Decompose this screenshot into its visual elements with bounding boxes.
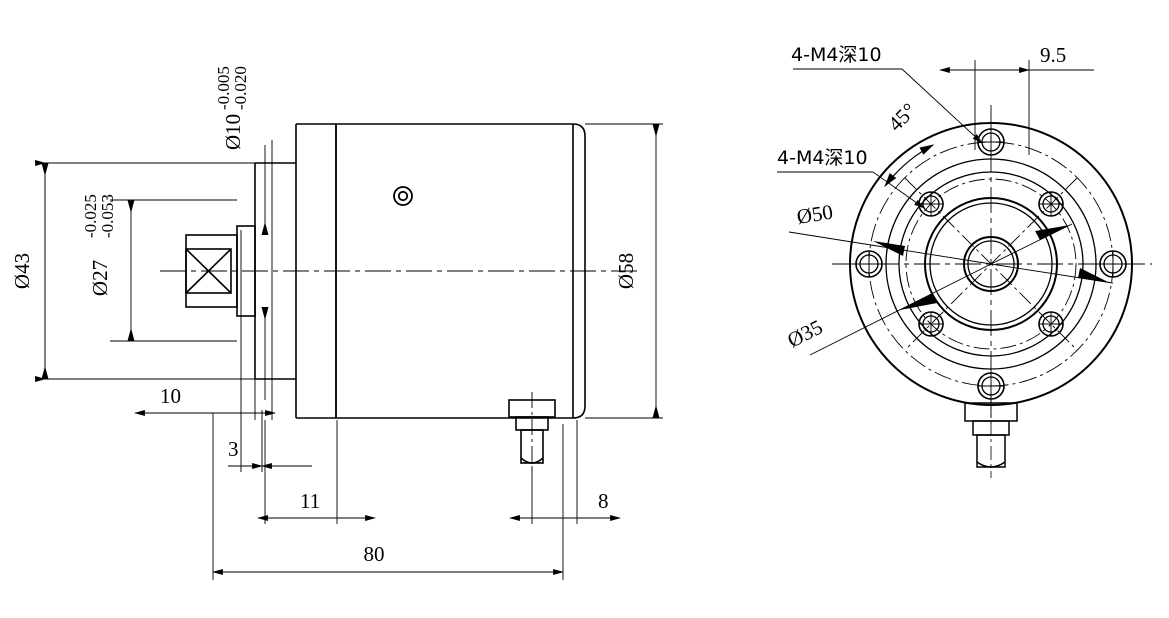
mounting-hole	[1099, 250, 1127, 278]
dimension-label-d10: Ø10	[221, 114, 245, 150]
dimension-label-len11: 11	[300, 489, 320, 513]
dimension-d43	[35, 159, 255, 383]
dimension-d58	[585, 123, 663, 419]
leader-thread-top	[793, 68, 983, 144]
dimension-d10	[261, 145, 269, 400]
mounting-hole	[855, 250, 883, 278]
dimension-label-45: 45°	[883, 98, 921, 136]
dimension-label-len8: 8	[598, 489, 609, 513]
dimension-len10	[134, 140, 276, 420]
leader-d35	[809, 223, 1073, 356]
dimension-len3	[228, 230, 312, 472]
dimension-offset-9-5	[939, 60, 1094, 155]
dimension-label-9-5: 9.5	[1040, 43, 1066, 67]
side-elevation-view: Ø43 Ø27 -0.025 -0.053 Ø10	[10, 66, 663, 580]
dimension-label-d43: Ø43	[10, 253, 34, 289]
dimension-len80	[212, 413, 564, 580]
label-thread-mid: 4-M4深10	[777, 147, 868, 169]
dimension-angle-45	[884, 144, 935, 187]
dimension-len8	[509, 420, 621, 524]
dimension-d27	[110, 199, 237, 342]
leader-thread-mid	[777, 171, 925, 209]
label-thread-top: 4-M4深10	[791, 44, 882, 66]
dimension-tolerance-d10-lower: -0.020	[231, 66, 250, 110]
front-end-view: 9.5 4-M4深10 4-M4深10 45° Ø50	[777, 43, 1152, 478]
dimension-label-d58: Ø58	[614, 253, 638, 289]
dimension-label-len3: 3	[228, 437, 239, 461]
mounting-hole	[918, 311, 944, 337]
dimension-len11	[257, 420, 376, 524]
front-view-centerlines	[832, 105, 1152, 424]
dimension-tolerance-d27-upper: -0.025	[81, 194, 100, 238]
cable-gland-front	[964, 396, 1018, 478]
mounting-hole	[977, 128, 1005, 156]
mounting-hole	[918, 191, 944, 217]
leader-d50	[788, 231, 1114, 284]
body-detail-marker-icon	[393, 186, 413, 206]
mounting-hole	[1038, 191, 1064, 217]
dimension-label-len80: 80	[364, 542, 385, 566]
dimension-label-d27: Ø27	[88, 260, 112, 296]
dimension-tolerance-d27-lower: -0.053	[98, 194, 117, 238]
dimension-tolerance-d10-upper: -0.005	[214, 66, 233, 110]
dimension-label-d35: Ø35	[783, 315, 826, 353]
dimension-label-d50: Ø50	[795, 200, 834, 229]
mounting-hole	[1038, 311, 1064, 337]
mounting-hole	[977, 372, 1005, 400]
dimension-label-len10: 10	[160, 384, 181, 408]
